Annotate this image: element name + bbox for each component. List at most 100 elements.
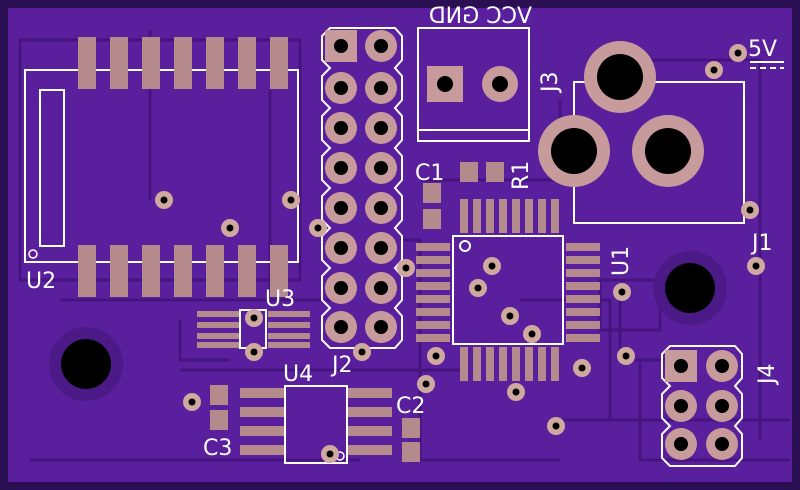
u3-pad (197, 342, 239, 348)
u3-pad (268, 342, 310, 348)
j2-hole (334, 241, 348, 255)
u1-pad (566, 295, 600, 303)
j2-label: J2 (330, 353, 353, 378)
u2-pad-bottom (238, 245, 256, 297)
barrel-jack-hole (645, 128, 691, 174)
via-hole (188, 398, 196, 406)
u2-pad-bottom (78, 245, 96, 297)
c2-pad (402, 418, 420, 438)
j2-hole (374, 161, 388, 175)
via-hole (488, 262, 496, 270)
j4-hole (715, 437, 729, 451)
via-hole (512, 388, 520, 396)
via-hole (358, 348, 366, 356)
u2-pad-bottom (270, 245, 288, 297)
j2-hole (374, 81, 388, 95)
barrel-jack-hole (551, 128, 597, 174)
five-volt-label: 5V (748, 37, 777, 62)
u2-silk-inner (39, 89, 65, 247)
mounting-hole-right-drill (665, 263, 715, 313)
r1-pad (486, 162, 504, 182)
u1-pad (566, 321, 600, 329)
j2-hole (334, 81, 348, 95)
j3-label: J3 (538, 72, 563, 95)
u1-pin1-marker (459, 240, 471, 252)
c3-pad (210, 410, 228, 430)
j4-label: J4 (755, 364, 780, 387)
u3-pad (197, 333, 239, 339)
j4-hole (715, 359, 729, 373)
mounting-holes (49, 251, 727, 401)
via-hole (710, 66, 718, 74)
j1-label: J1 (750, 231, 773, 256)
via-hole (552, 422, 560, 430)
u2-pad-bottom (142, 245, 160, 297)
via-hole (474, 284, 482, 292)
c1-r1: C1 R1 (415, 161, 534, 229)
r1-pad (460, 162, 478, 182)
u1-pad (460, 199, 468, 233)
j4-silk-outline (661, 345, 743, 467)
u2-pad-bottom (110, 245, 128, 297)
u1-pad (538, 347, 546, 381)
u1-pad (499, 199, 507, 233)
u1-pad (499, 347, 507, 381)
via-hole (528, 330, 536, 338)
j2-hole (374, 241, 388, 255)
u2-pin1-marker (28, 249, 38, 259)
j4-hole (715, 399, 729, 413)
j3-pin2-hole (492, 76, 508, 92)
u2-pad-top (110, 37, 128, 89)
u1-pad (525, 347, 533, 381)
u1-label: U1 (609, 246, 634, 276)
u1-pad (538, 199, 546, 233)
mounting-hole-left-drill (61, 339, 111, 389)
via-hole (250, 314, 258, 322)
u2-pad-top (270, 37, 288, 89)
u1-pad (486, 347, 494, 381)
u4-pad (240, 407, 284, 417)
u1-pad (416, 321, 450, 329)
u2-pad-top (78, 37, 96, 89)
u3-package: U3 (197, 287, 310, 349)
j2-hole (374, 121, 388, 135)
vias (155, 44, 765, 463)
j3-vcc-gnd-label: VCC GND (429, 4, 532, 29)
u2-footprint: U2 (24, 37, 299, 297)
u3-label: U3 (265, 287, 295, 312)
u2-label: U2 (26, 269, 56, 294)
u4-soic: U4 (240, 362, 392, 464)
j2-hole (334, 281, 348, 295)
j2-pin1-hole (334, 39, 348, 53)
u3-pad (268, 333, 310, 339)
u3-pad (268, 322, 310, 328)
u1-pad (512, 199, 520, 233)
j4-hole (674, 437, 688, 451)
c3-label: C3 (203, 436, 232, 461)
u4-label: U4 (283, 362, 313, 387)
u1-pad (566, 308, 600, 316)
u4-pad (240, 445, 284, 455)
j2-hole (334, 201, 348, 215)
u1-pad (486, 199, 494, 233)
j3-silk-outline (417, 27, 530, 142)
u1-pad (566, 243, 600, 251)
via-hole (578, 364, 586, 372)
j2-hole (334, 121, 348, 135)
u1-qfp: U1 (416, 199, 634, 381)
u4-pad (348, 426, 392, 436)
u2-pad-top (238, 37, 256, 89)
barrel-jack: 5V (538, 37, 784, 224)
j2-hole (374, 201, 388, 215)
u4-pad (348, 407, 392, 417)
j2-hole (374, 281, 388, 295)
u2-pad-bottom (174, 245, 192, 297)
c1-pad (423, 183, 441, 203)
u2-silk-outline (24, 69, 299, 263)
u1-pad (416, 295, 450, 303)
j2-hole (374, 39, 388, 53)
j3-pin1-hole (437, 76, 453, 92)
j2-hole (334, 161, 348, 175)
c3-pad (210, 385, 228, 405)
